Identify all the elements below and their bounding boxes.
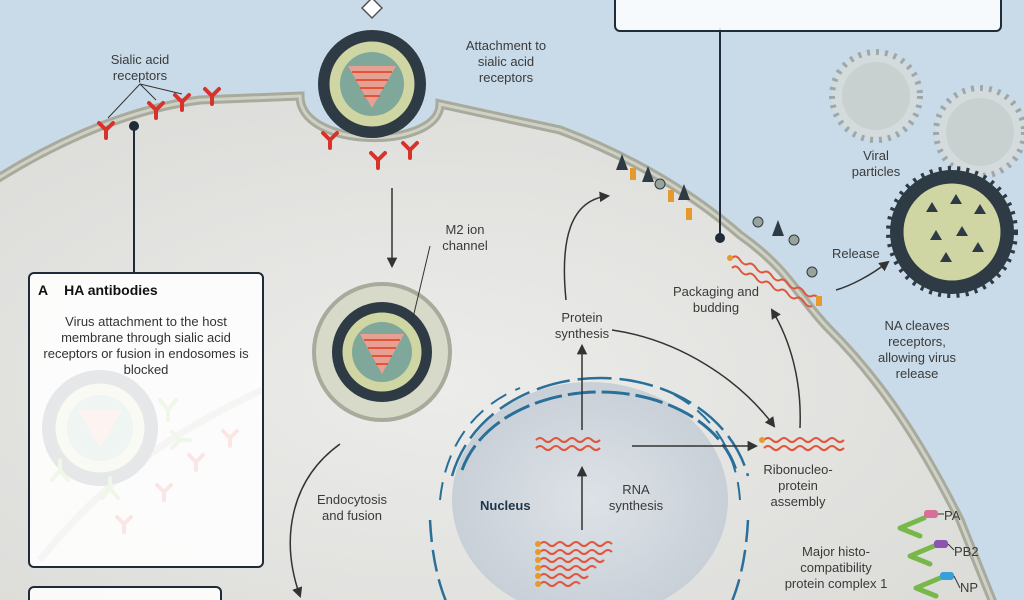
mhc-complexes	[897, 515, 943, 599]
top-right-panel	[614, 0, 1002, 32]
label-na-cleaves: NA cleaves receptors, allowing virus rel…	[877, 318, 957, 381]
label-ribonucleoprotein: Ribonucleo-protein assembly	[763, 462, 833, 509]
label-protein-synthesis: Protein synthesis	[554, 310, 610, 341]
endosome-virion	[312, 282, 452, 422]
sialic-acid-receptors	[97, 87, 419, 170]
label-nucleus: Nucleus	[480, 498, 531, 513]
label-pb2: PB2	[954, 544, 979, 559]
label-packaging: Packaging and budding	[672, 284, 759, 315]
label-m2-ion-channel: M2 ion channel	[442, 222, 488, 253]
membrane-marker	[715, 233, 725, 243]
viral-particles	[829, 49, 1024, 179]
released-virion	[886, 166, 1018, 298]
panel-a-description: Virus attachment to the host membrane th…	[43, 314, 249, 377]
label-pa: PA	[944, 508, 961, 523]
membrane-proteins	[616, 154, 822, 306]
label-np: NP	[960, 580, 979, 595]
label-attachment: Attachment to sialic acid receptors	[465, 38, 547, 85]
receptor-marker	[129, 121, 139, 131]
bottom-left-panel	[28, 586, 222, 600]
label-release: Release	[832, 246, 880, 261]
panel-a: A HA antibodies Virus attachment to the h…	[28, 272, 264, 568]
label-rna-synthesis: RNA synthesis	[608, 482, 664, 513]
panel-a-header: A HA antibodies	[38, 282, 174, 298]
label-viral-particles: Viral particles	[851, 148, 901, 179]
nucleus	[428, 376, 750, 600]
label-sialic-acid-receptors: Sialic acid receptors	[110, 52, 170, 83]
panel-a-letter: A	[38, 282, 49, 298]
attaching-virion	[318, 30, 426, 138]
label-mhc: Major histo-compatibility protein comple…	[784, 544, 888, 591]
label-endocytosis: Endocytosis and fusion	[316, 492, 388, 523]
rna-strands	[535, 255, 845, 587]
panel-a-title: HA antibodies	[64, 282, 158, 298]
